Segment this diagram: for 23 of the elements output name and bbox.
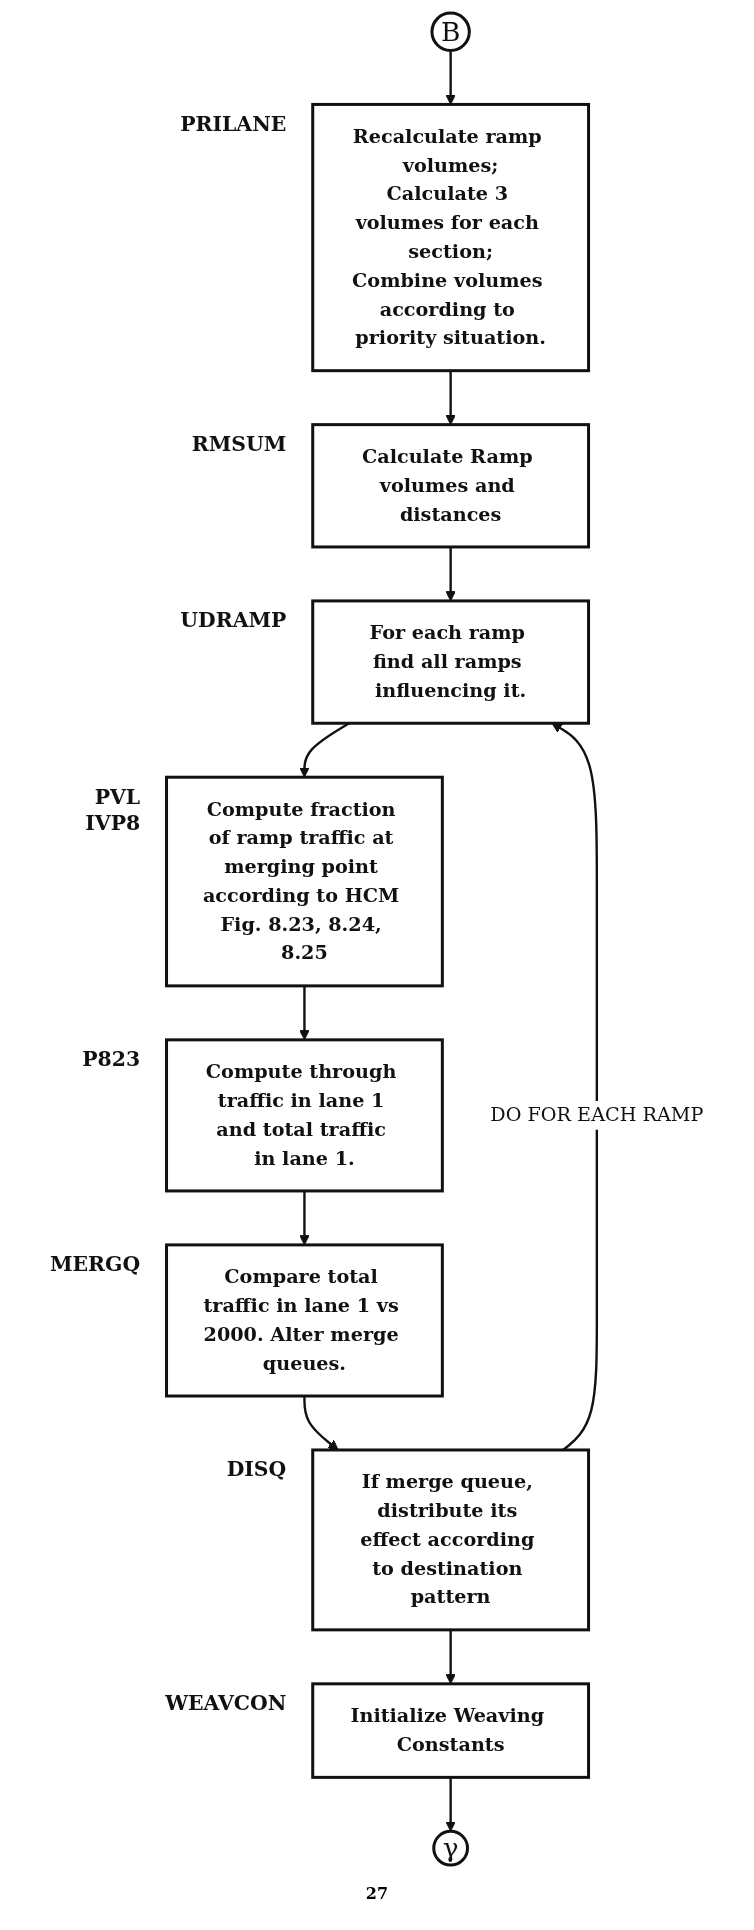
routine-name: DISQ (227, 1457, 287, 1482)
node-box: For each ramp find all ramps influencing it. (311, 599, 591, 725)
node-box: Calculate Ramp volumes and distances (311, 423, 591, 549)
node-box: If merge queue, distribute its effect according to destination pattern (311, 1448, 591, 1632)
routine-name: IVP8 (85, 811, 141, 835)
node-box: Recalculate ramp volumes; Calculate 3 volumes for each section; Combine volumes according to priority situation. (311, 102, 591, 373)
arrow (445, 1777, 457, 1832)
edge-label: DO FOR EACH RAMP (490, 1103, 704, 1127)
routine-name: MERGQ (50, 1252, 141, 1277)
routine-name: P823 (82, 1047, 141, 1072)
routine-name: PVL (95, 784, 141, 809)
node-box: Compute fraction of ramp traffic at merging point according to HCM Fig. 8.23, 8.24, 8.25 (165, 775, 445, 988)
page-number: 27 (364, 1884, 390, 1903)
node-circle: γ (432, 1829, 470, 1867)
routine-name: RMSUM (192, 432, 287, 456)
node-box: Compute through traffic in lane 1 and total traffic in lane 1. (165, 1038, 445, 1193)
node-box: Compare total traffic in lane 1 vs 2000. Alter merge queues. (165, 1243, 445, 1398)
node-box: Initialize Weaving Constants (311, 1682, 591, 1779)
routine-name: PRILANE (180, 111, 287, 136)
arrow (445, 50, 457, 105)
routine-name: UDRAMP (180, 608, 287, 633)
node-circle: B (430, 11, 472, 52)
routine-name: WEAVCON (165, 1691, 287, 1716)
